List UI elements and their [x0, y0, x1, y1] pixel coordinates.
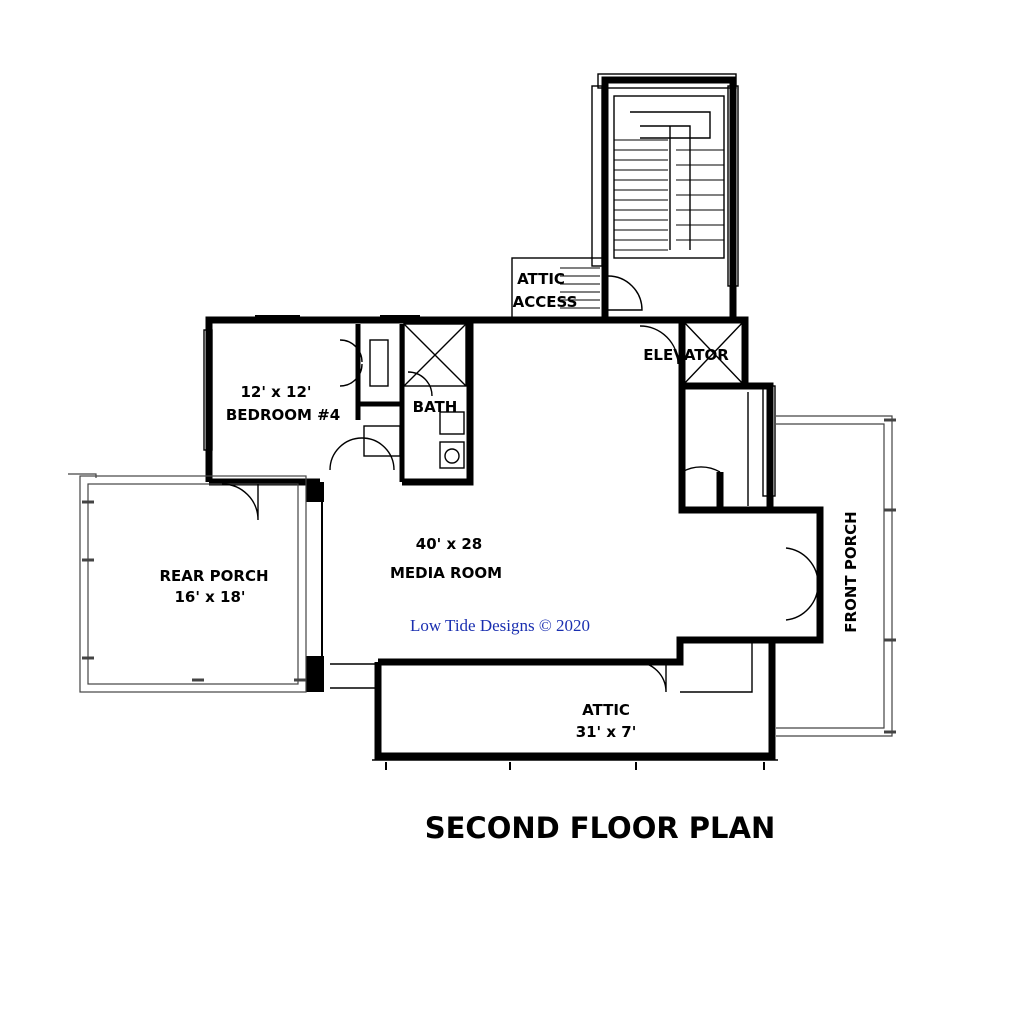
bedroom-block: 12' x 12' BEDROOM #4 BATH [203, 315, 605, 486]
rear-porch-size-label: 16' x 18' [174, 588, 245, 606]
plan-title: SECOND FLOOR PLAN [425, 811, 776, 845]
bedroom-name-label: BEDROOM #4 [226, 406, 340, 424]
rear-porch-name-label: REAR PORCH [159, 567, 268, 585]
elevator-core: ELEVATOR [605, 300, 776, 514]
media-room-name-label: MEDIA ROOM [390, 564, 502, 582]
bedroom-size-label: 12' x 12' [240, 383, 311, 401]
front-porch: FRONT PORCH [776, 415, 896, 737]
media-room-size-label: 40' x 28 [416, 535, 482, 553]
stair-treads [614, 139, 724, 251]
attic-access-label-2: ACCESS [513, 293, 578, 311]
attic-size-label: 31' x 7' [576, 723, 637, 741]
media-room: 40' x 28 MEDIA ROOM Low Tide Designs © 2… [306, 482, 824, 693]
attic-label: ATTIC [582, 701, 630, 719]
front-porch-label: FRONT PORCH [842, 511, 860, 632]
watermark: Low Tide Designs © 2020 [410, 616, 590, 635]
elevator-label: ELEVATOR [643, 346, 729, 364]
attic-access: ATTIC ACCESS [511, 257, 643, 319]
attic-room: ATTIC 31' x 7' [372, 640, 778, 770]
stair-tower [591, 73, 739, 320]
bath-label: BATH [413, 398, 458, 416]
rear-porch: REAR PORCH 16' x 18' [68, 473, 307, 693]
attic-access-label-1: ATTIC [517, 270, 565, 288]
